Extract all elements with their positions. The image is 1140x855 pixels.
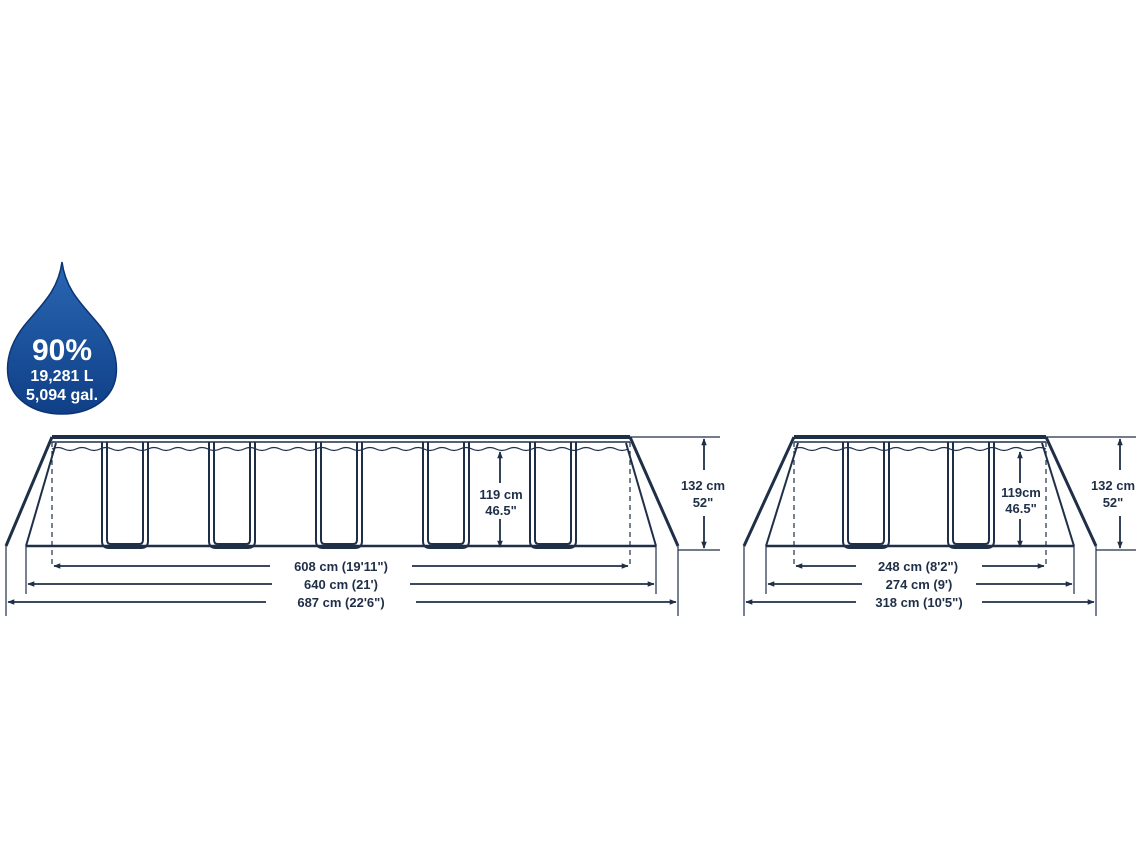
outer-length-label: 318 cm (10'5") (875, 595, 962, 610)
frame-length-label: 274 cm (9') (886, 577, 953, 592)
outer-length-label: 687 cm (22'6") (297, 595, 384, 610)
water-depth-cm: 119 cm (479, 487, 522, 502)
wall-height-cm: 132 cm (1091, 478, 1135, 493)
pool-long-side-view: 608 cm (19'11") 640 cm (21') 687 cm (22'… (4, 435, 725, 616)
inner-length-label: 248 cm (8'2") (878, 559, 958, 574)
inner-length-label: 608 cm (19'11") (294, 559, 388, 574)
frame-legs (101, 442, 577, 549)
water-volume-liters: 19,281 L (30, 368, 93, 385)
water-depth-in: 46.5" (1005, 501, 1036, 516)
pool-short-side-view: 248 cm (8'2") 274 cm (9') 318 cm (10'5")… (742, 435, 1136, 616)
wall-height-in: 52" (1103, 495, 1124, 510)
water-fill-percent: 90% (32, 334, 92, 367)
water-drop-icon: 90% 19,281 L 5,094 gal. (6, 261, 118, 415)
frame-legs (842, 442, 995, 549)
water-depth-cm: 119cm (1001, 485, 1041, 500)
wall-height-in: 52" (693, 495, 714, 510)
frame-length-label: 640 cm (21') (304, 577, 378, 592)
wall-height-cm: 132 cm (681, 478, 725, 493)
water-volume-gallons: 5,094 gal. (26, 387, 98, 404)
water-depth-in: 46.5" (485, 503, 516, 518)
